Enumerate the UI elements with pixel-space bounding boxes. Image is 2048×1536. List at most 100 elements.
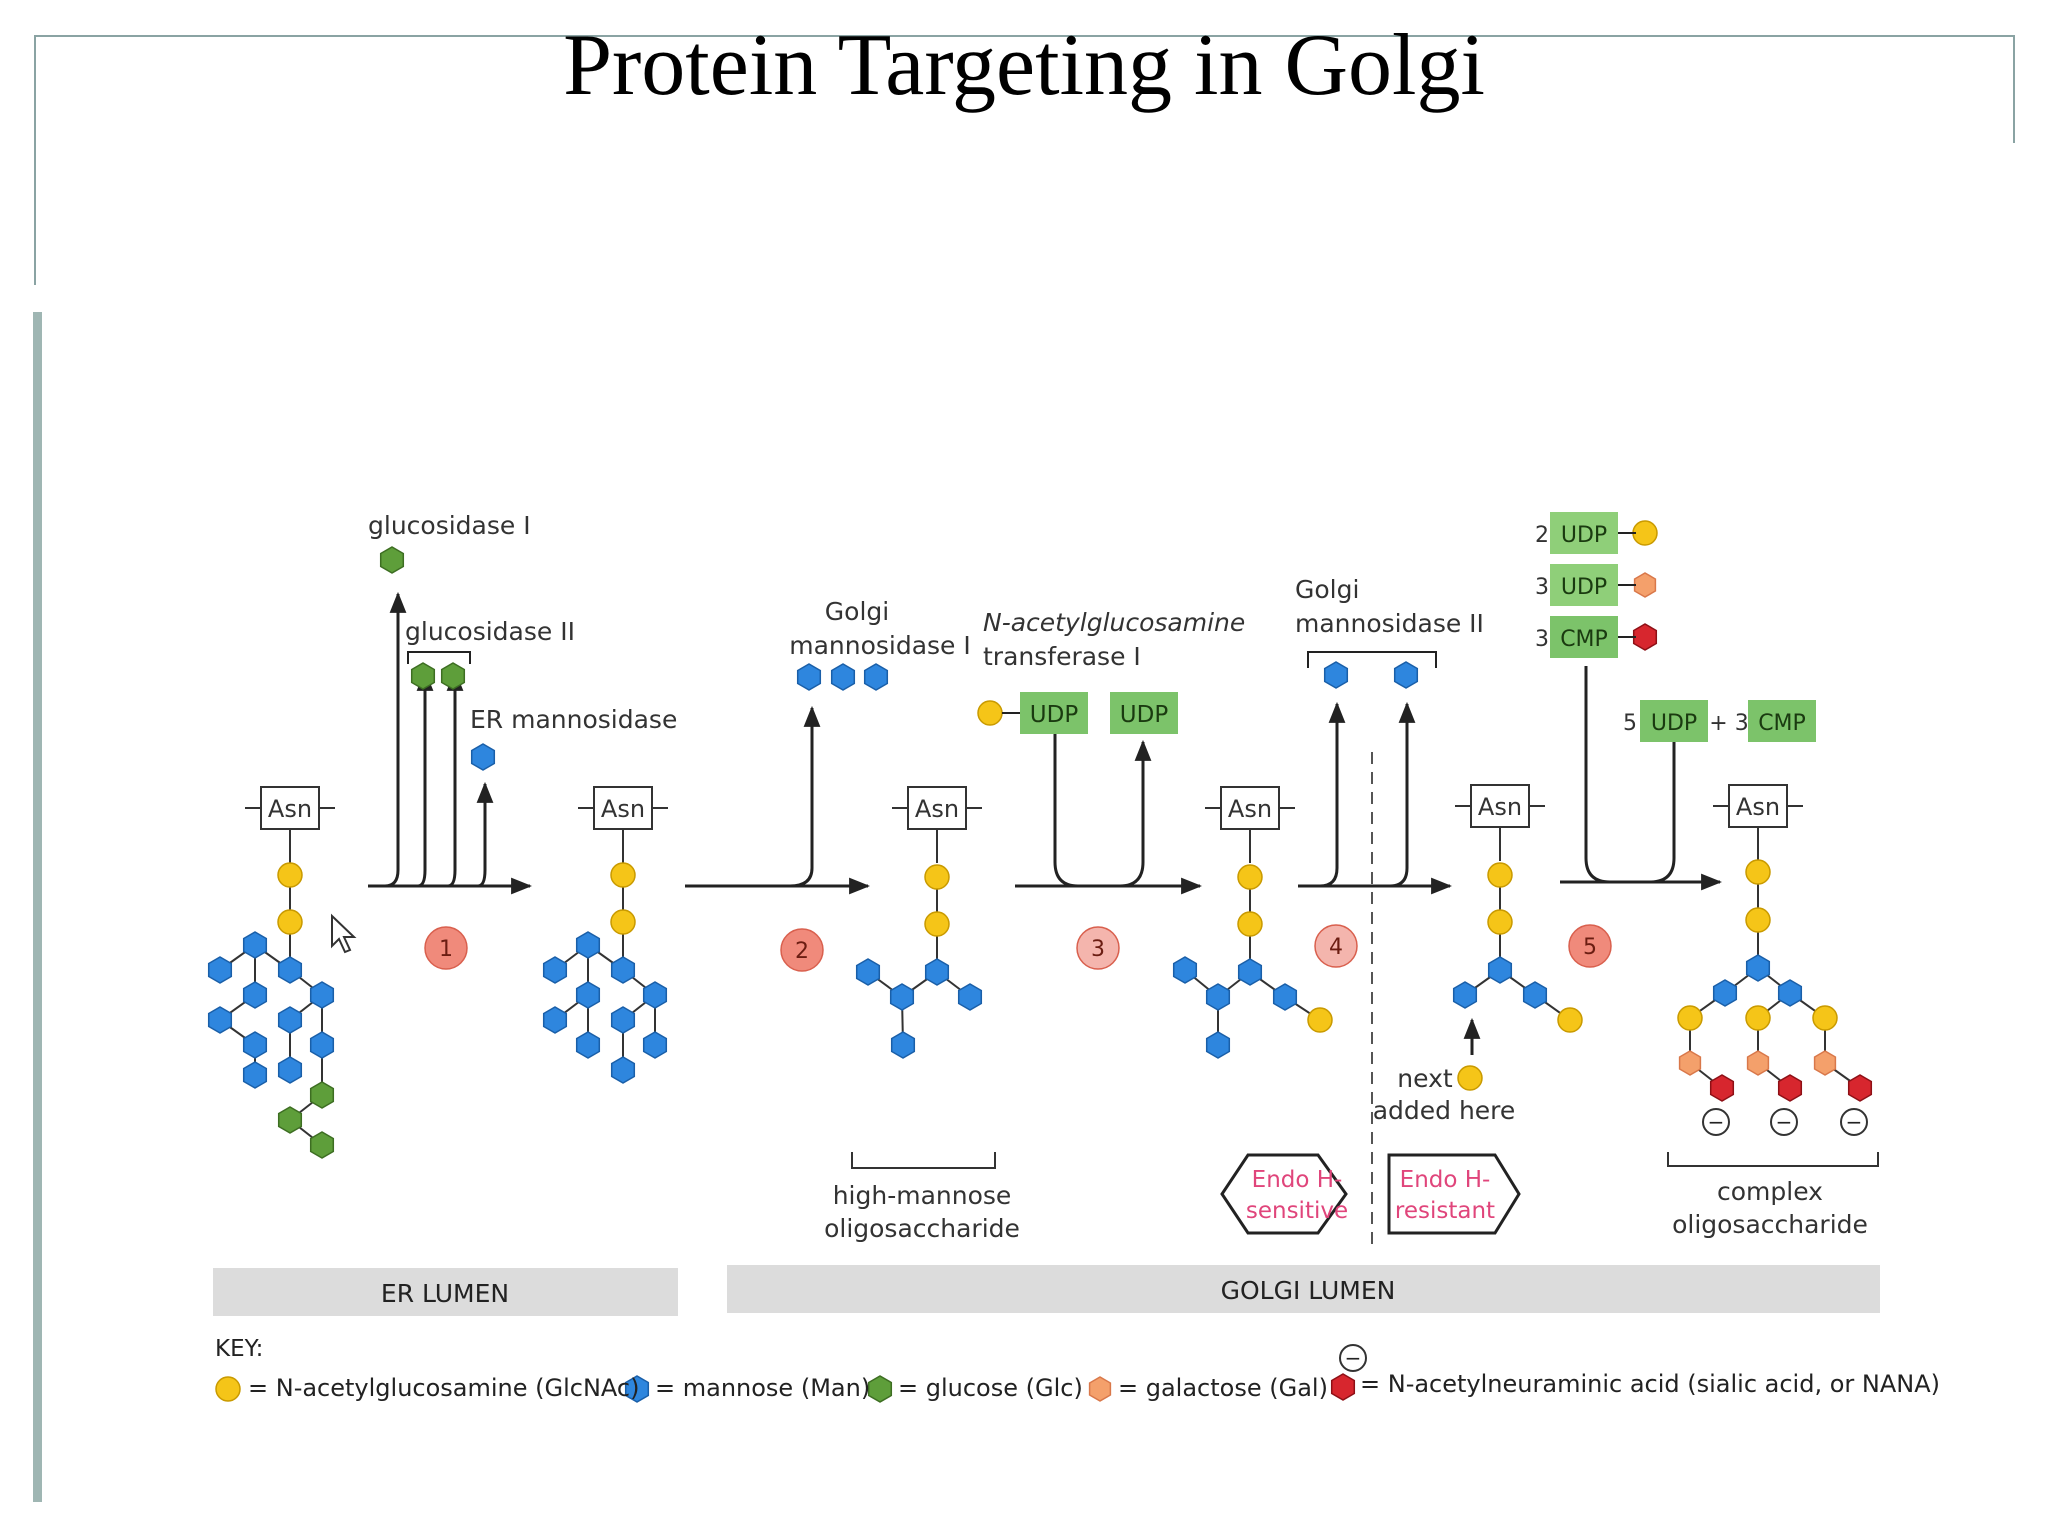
- complex-oligosaccharide: [1677, 859, 1873, 1102]
- udp-donor-label: UDP: [1030, 702, 1079, 728]
- udp-donor-box: [1020, 692, 1088, 734]
- mannose-icon: [309, 1031, 335, 1059]
- golgi-mannosidase-2-label-line1: Golgi: [1295, 575, 1359, 604]
- glucose-icon: [277, 1106, 303, 1134]
- slide-frame-top: [34, 35, 2014, 37]
- negative-charge-icon: −: [1840, 1108, 1868, 1136]
- mannose-icon: [855, 958, 881, 986]
- mannose-icon: [575, 931, 601, 959]
- mouse-cursor-icon: [331, 913, 357, 954]
- glucose-icon: [379, 546, 405, 574]
- mannose-icon: [470, 743, 496, 771]
- mannose-icon: [610, 1006, 636, 1034]
- golgi-mannosidase-1-label-line2: mannosidase I: [789, 631, 971, 660]
- glcnac-icon: [1307, 1007, 1333, 1033]
- galactose-icon: [1678, 1050, 1702, 1076]
- step5-reaction-arrows: [1560, 666, 1723, 891]
- nana-icon: [1777, 1074, 1803, 1102]
- step-number: 5: [1583, 935, 1597, 960]
- nana-icon: [1632, 623, 1658, 651]
- asn-box: Asn: [1205, 786, 1295, 863]
- mannose-icon: [1172, 956, 1198, 984]
- mannose-icon: [889, 983, 915, 1011]
- mannose-icon: [1452, 981, 1478, 1009]
- asn-box: Asn: [578, 786, 668, 863]
- galactose-icon: [1088, 1376, 1112, 1402]
- cmp-nana-box: [1550, 616, 1618, 658]
- step3-reaction-arrows: [1015, 732, 1203, 895]
- endo-sensitive-label-line1: Endo H-: [1252, 1167, 1343, 1193]
- udp-glcnac-count: 3: [1535, 575, 1549, 600]
- glcnac-icon: [977, 700, 1003, 726]
- er-lumen-label: ER LUMEN: [381, 1279, 509, 1308]
- mannose-icon: [1712, 979, 1738, 1007]
- endo-resistant-badge: [1387, 1153, 1521, 1235]
- cmp-out-count: + 3: [1709, 711, 1748, 736]
- endo-sensitive-badge: [1220, 1153, 1348, 1235]
- glucose-icon: [309, 1131, 335, 1159]
- glcnac-icon: [1237, 911, 1263, 937]
- udp-gal-count: 2: [1535, 523, 1549, 548]
- udp-out-count: 5: [1623, 711, 1637, 736]
- asn-box: Asn: [892, 786, 982, 863]
- glcnac-icon: [1237, 864, 1263, 890]
- glcnac-icon: [1487, 862, 1513, 888]
- step1-reaction-arrows: [368, 591, 533, 895]
- step4-reaction-arrows: [1298, 651, 1453, 895]
- minus-label: −: [1708, 1110, 1725, 1134]
- asn-box: Asn: [1455, 784, 1545, 861]
- er-lumen-band: [213, 1268, 678, 1316]
- udp-glcnac-box: [1550, 564, 1618, 606]
- mannose-icon: [242, 931, 268, 959]
- glucose-icon: [867, 1375, 893, 1403]
- mannose-icon: [277, 1056, 303, 1084]
- step-number: 2: [795, 939, 809, 964]
- slide-frame-right: [2013, 35, 2015, 143]
- golgi-mannosidase-2-label-line2: mannosidase II: [1295, 609, 1484, 638]
- golgi-lumen-label: GOLGI LUMEN: [1221, 1276, 1396, 1305]
- minus-label: −: [1345, 1346, 1362, 1370]
- golgi-lumen-band: [727, 1265, 1880, 1313]
- negative-charge-icon: −: [1339, 1344, 1367, 1372]
- released-sugars: [379, 520, 1658, 771]
- step-number: 4: [1329, 935, 1343, 960]
- glcnac-icon: [1812, 1005, 1838, 1031]
- mannose-icon: [1205, 1031, 1231, 1059]
- cmp-out-label: CMP: [1758, 711, 1806, 736]
- golgi-mannosidase-1-label-line1: Golgi: [825, 597, 889, 626]
- high-mannose-label-line1: high-mannose: [833, 1181, 1012, 1210]
- glcnac-icon: [1745, 907, 1771, 933]
- asn-box: Asn: [245, 786, 335, 863]
- mannose-icon: [207, 956, 233, 984]
- udp-product-label: UDP: [1120, 702, 1169, 728]
- mannose-icon: [830, 663, 856, 691]
- glcnac-icon: [610, 862, 636, 888]
- key-glcnac-label: = N-acetylglucosamine (GlcNAc): [248, 1374, 640, 1402]
- mannose-icon: [1393, 661, 1419, 689]
- mannose-icon: [242, 981, 268, 1009]
- endo-h-resistant-oligosaccharide: [1452, 862, 1583, 1033]
- mannose-icon: [277, 1006, 303, 1034]
- high-mannose-label-line2: oligosaccharide: [824, 1214, 1020, 1243]
- step-number: 1: [439, 937, 453, 962]
- glucose-icon: [410, 662, 436, 690]
- mannose-icon: [1487, 956, 1513, 984]
- asn-box: Asn: [1713, 784, 1803, 861]
- mannose-icon: [242, 1031, 268, 1059]
- mannose-icon: [242, 1061, 268, 1089]
- mannose-icon: [610, 956, 636, 984]
- next-added-label-line1: next: [1397, 1064, 1453, 1093]
- step2-reaction-arrows: [685, 705, 871, 895]
- udp-out-label: UDP: [1651, 711, 1697, 736]
- step-number: 3: [1091, 937, 1105, 962]
- er-mannosidase-label: ER mannosidase: [470, 705, 677, 734]
- nana-icon: [1709, 1074, 1735, 1102]
- negative-charge-icon: −: [1770, 1108, 1798, 1136]
- mannose-icon: [542, 1006, 568, 1034]
- mannose-icon: [1745, 954, 1771, 982]
- glucose-icon: [440, 662, 466, 690]
- glucose-icon: [309, 1081, 335, 1109]
- endo-resistant-label-line1: Endo H-: [1400, 1167, 1491, 1193]
- negative-charge-icon: −: [1702, 1108, 1730, 1136]
